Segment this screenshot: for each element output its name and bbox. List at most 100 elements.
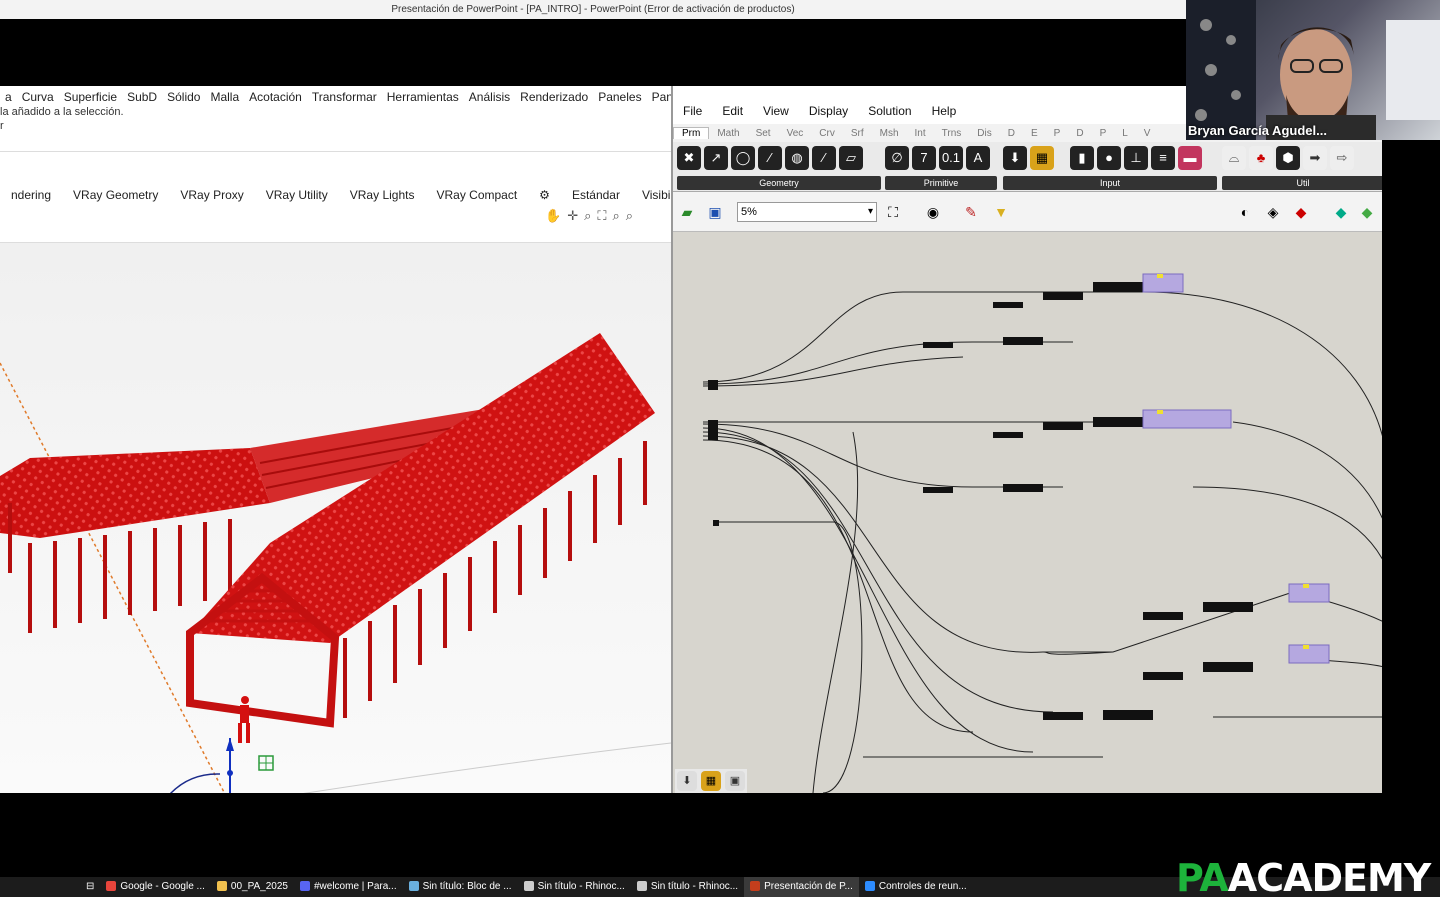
zoom-window-icon[interactable]: ⌕ [612,208,620,223]
rhino-toolbar-tab-5[interactable]: VRay Compact [436,188,518,202]
rhino-menu-item-3[interactable]: SubD [127,90,158,104]
gh-menu-item-4[interactable]: Solution [868,104,912,118]
rhino-menu-item-6[interactable]: Acotación [249,90,302,104]
rhino-toolbar-tab-6[interactable]: ⚙ [539,188,550,202]
gh-menu-item-5[interactable]: Help [931,104,957,118]
rhino-toolbar-tab-0[interactable]: ndering [11,188,52,202]
taskbar-item[interactable]: Google - Google ... [100,877,211,897]
circle-param-icon[interactable]: ◯ [731,146,755,170]
rhino-menu-item-12[interactable]: Paneli [651,90,671,104]
arrow-outline-icon[interactable]: ⇨ [1330,146,1354,170]
slider-icon[interactable]: ⊥ [1124,146,1148,170]
gh-tab-2[interactable]: Set [755,127,771,139]
integer-icon[interactable]: 7 [912,146,936,170]
wireframe-icon[interactable]: ◈ [1267,204,1279,220]
zoom-selected-icon[interactable]: ⌕ [625,208,634,223]
list-icon[interactable]: ≡ [1151,146,1175,170]
gh-tab-5[interactable]: Srf [850,127,864,139]
gh-tab-16[interactable]: V [1143,127,1151,139]
surface-param-icon[interactable]: ◍ [785,146,809,170]
panel-icon[interactable]: ⬇ [1003,146,1027,170]
rhino-menu-item-7[interactable]: Transformar [311,90,377,104]
gh-canvas[interactable] [673,232,1382,793]
zoom-select[interactable]: 5%▾ [737,202,877,222]
gradient-icon[interactable]: ▬ [1178,146,1202,170]
rhino-toolbar-tab-8[interactable]: Visibilida [641,188,671,202]
preview-eye-icon[interactable]: ◉ [926,204,940,220]
graph-icon[interactable]: ▦ [1030,146,1054,170]
gh-tab-14[interactable]: P [1099,127,1107,139]
gh-tab-11[interactable]: E [1030,127,1038,139]
taskbar-item[interactable]: #welcome | Para... [294,877,403,897]
graph-mode-icon[interactable]: ▦ [701,771,721,791]
shaded-icon[interactable]: ◆ [1295,204,1307,220]
geometry-param-icon[interactable]: ✖ [677,146,701,170]
gh-tab-9[interactable]: Dis [977,127,992,139]
rhino-toolbar-tab-3[interactable]: VRay Utility [265,188,328,202]
task-view-icon[interactable]: ⊟ [86,880,95,892]
selected-only-icon[interactable]: ◆ [1361,204,1373,220]
paint-icon[interactable]: ✎ [965,204,977,220]
arrow-right-icon[interactable]: ➡ [1303,146,1327,170]
rhino-toolbar-tab-7[interactable]: Estándar [571,188,620,202]
gh-menu-item-1[interactable]: Edit [722,104,744,118]
download-icon[interactable]: ⬇ [677,771,697,791]
rhino-menu-item-4[interactable]: Sólido [167,90,201,104]
gh-tab-10[interactable]: D [1007,127,1015,139]
taskbar-item[interactable]: Presentación de P... [744,877,859,897]
rhino-menu-item-11[interactable]: Paneles [598,90,642,104]
gh-menu-item-2[interactable]: View [763,104,789,118]
curve-param-icon[interactable]: ∕ [758,146,782,170]
cluster-icon[interactable]: ⬢ [1276,146,1300,170]
cube-icon[interactable]: ▣ [725,771,745,791]
gh-tab-8[interactable]: Trns [941,127,962,139]
rhino-menu-item-8[interactable]: Herramientas [386,90,459,104]
rhino-toolbar-tab-1[interactable]: VRay Geometry [73,188,159,202]
button-icon[interactable]: ● [1097,146,1121,170]
rhino-menu-item-0[interactable]: a [5,90,12,104]
preview-glasses-icon[interactable]: ⌓ [1222,146,1246,170]
gh-tab-0[interactable]: Prm [673,127,710,139]
gh-tab-15[interactable]: L [1122,127,1128,139]
gh-menu-item-3[interactable]: Display [808,104,849,118]
boolean-icon[interactable]: ∅ [885,146,909,170]
gh-tab-3[interactable]: Vec [786,127,804,139]
taskbar-item[interactable]: Sin título - Rhinoc... [631,877,744,897]
text-icon[interactable]: A [966,146,990,170]
rotate-icon[interactable]: ✛ [567,208,579,223]
rhino-menu-item-5[interactable]: Malla [210,90,240,104]
save-icon[interactable]: ▣ [708,204,722,220]
bin-icon[interactable]: ▼ [994,204,1008,220]
gh-tab-4[interactable]: Crv [819,127,835,139]
preview-mode-icon[interactable]: ◐ [1240,204,1250,220]
taskbar-item[interactable]: Controles de reun... [859,877,973,897]
rhino-menu-item-2[interactable]: Superficie [63,90,118,104]
rhino-toolbar-tab-4[interactable]: VRay Lights [349,188,415,202]
gh-tab-13[interactable]: D [1076,127,1084,139]
pan-hand-icon[interactable]: ✋ [545,208,562,223]
line-param-icon[interactable]: ∕ [812,146,836,170]
mesh-param-icon[interactable]: ▱ [839,146,863,170]
gh-menu-item-0[interactable]: File [683,104,703,118]
command-prompt[interactable]: r [0,120,4,132]
rhino-menu-item-10[interactable]: Renderizado [520,90,589,104]
toggle-icon[interactable]: ▮ [1070,146,1094,170]
gem-icon[interactable]: ◆ [1335,204,1347,220]
zoom-extents-icon[interactable]: ⛶ [597,208,607,223]
taskbar-item[interactable]: Sin título: Bloc de ... [403,877,518,897]
taskbar-item[interactable]: 00_PA_2025 [211,877,294,897]
gh-tab-12[interactable]: P [1053,127,1061,139]
open-folder-icon[interactable]: ▰ [681,204,693,220]
gh-tab-6[interactable]: Msh [879,127,899,139]
rhino-menu-item-1[interactable]: Curva [21,90,54,104]
rhino-perspective-viewport[interactable] [0,242,671,793]
zoom-extents-icon[interactable]: ⛶ [888,204,898,220]
pipeline-icon[interactable]: ↗ [704,146,728,170]
rhino-toolbar-tab-2[interactable]: VRay Proxy [180,188,244,202]
cherry-icon[interactable]: ♣ [1249,146,1273,170]
number-icon[interactable]: 0.1 [939,146,963,170]
rhino-menu-item-9[interactable]: Análisis [468,90,511,104]
gh-tab-7[interactable]: Int [914,127,926,139]
zoom-icon[interactable]: ⌕ [584,208,592,223]
gh-tab-1[interactable]: Math [717,127,740,139]
